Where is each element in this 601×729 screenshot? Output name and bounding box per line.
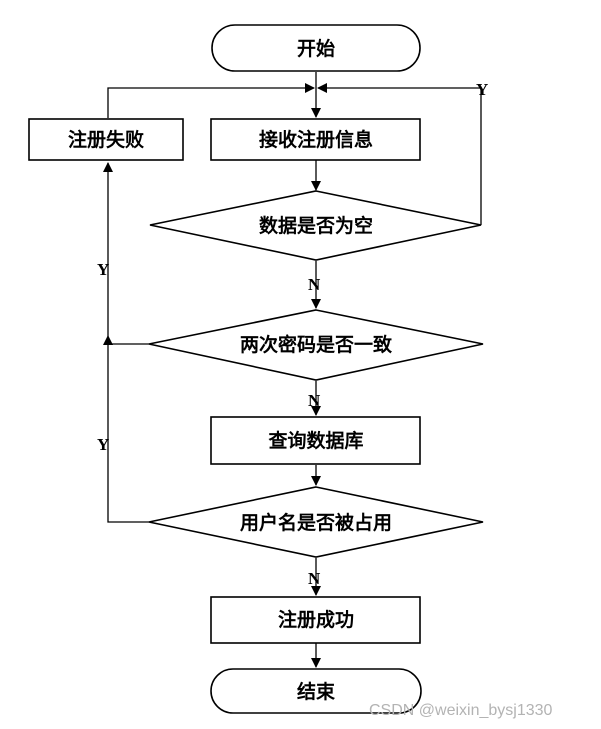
start-terminal: 开始 [211,24,421,72]
branch-label-username-yes: Y [97,435,109,454]
watermark: CSDN @weixin_bysj1330 [369,702,553,719]
query-database-box: 查询数据库 [210,416,421,465]
query-database-label: 查询数据库 [267,429,363,452]
arrow-empty-yes-loop [317,83,482,225]
decision-username-taken: 用户名是否被占用 [148,486,484,558]
decision-password-match-label: 两次密码是否一致 [240,333,393,356]
branch-label-empty-yes: Y [476,80,488,99]
register-success-box: 注册成功 [210,596,421,644]
decision-data-empty: 数据是否为空 [149,190,482,261]
register-fail-box: 注册失败 [28,118,184,161]
decision-password-match: 两次密码是否一致 [148,309,484,381]
end-terminal: 结束 [210,668,422,714]
register-success-label: 注册成功 [278,608,354,631]
end-label: 结束 [297,680,336,703]
arrow-fail-loop [107,83,315,118]
branch-label-password-no: N [308,391,321,410]
start-label: 开始 [297,37,335,60]
decision-data-empty-label: 数据是否为空 [259,214,373,237]
connectors [103,72,482,668]
receive-info-label: 接收注册信息 [259,128,373,151]
decision-username-taken-label: 用户名是否被占用 [240,511,392,534]
arrow-username-yes [103,335,149,523]
register-fail-label: 注册失败 [68,128,144,151]
branch-label-username-no: N [308,569,321,588]
branch-label-password-yes: Y [97,260,109,279]
receive-info-box: 接收注册信息 [210,118,421,161]
branch-label-empty-no: N [308,275,321,294]
